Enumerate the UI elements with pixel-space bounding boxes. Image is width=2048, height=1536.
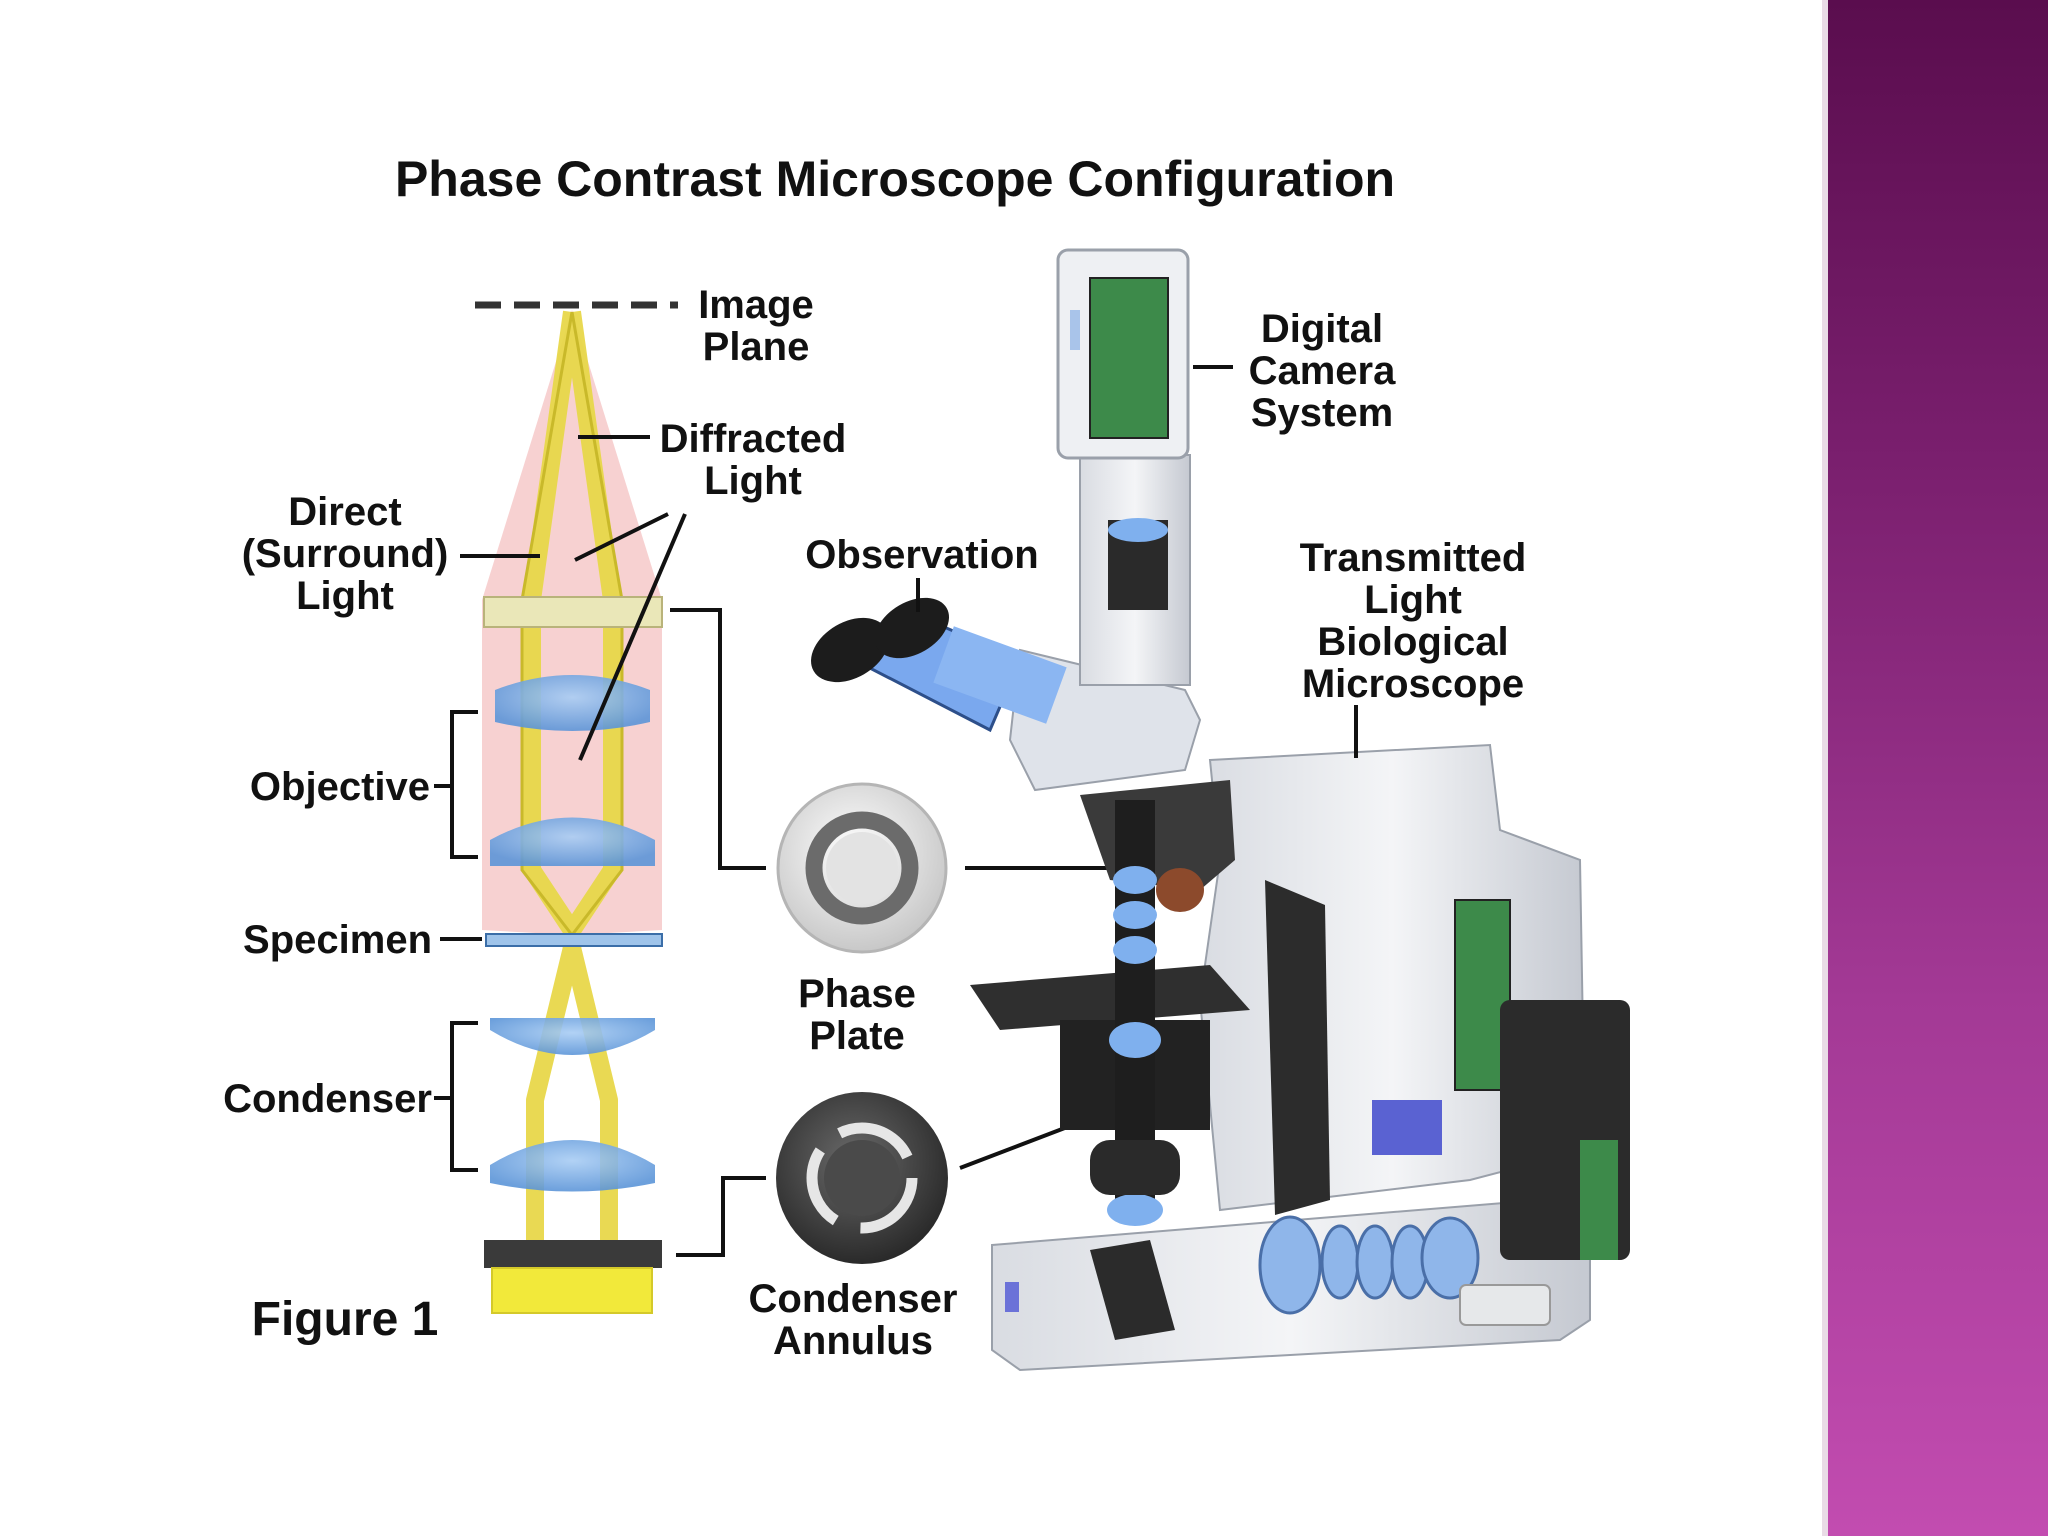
light-source-block xyxy=(491,1267,653,1314)
digital-camera-label: Digital Camera System xyxy=(1249,307,1397,435)
svg-text:System: System xyxy=(1251,391,1393,435)
condenser-annulus-label: Condenser Annulus xyxy=(749,1277,958,1363)
optical-path-illustration xyxy=(475,301,678,1314)
specimen-label: Specimen xyxy=(243,918,432,962)
side-band-edge xyxy=(1822,0,1830,1536)
condenser-lens-upper xyxy=(490,1018,655,1055)
svg-text:Light: Light xyxy=(704,459,802,503)
microscope-illustration xyxy=(811,248,1630,1372)
svg-text:Direct: Direct xyxy=(288,490,401,534)
diffracted-light-label: Diffracted Light xyxy=(660,417,847,503)
svg-text:Plane: Plane xyxy=(703,325,810,369)
condenser-lens-lower xyxy=(490,1140,655,1192)
annulus-bar xyxy=(484,1240,662,1268)
phase-plate-illustration xyxy=(776,782,948,954)
transmitted-light-label: Transmitted Light Biological Microscope xyxy=(1300,536,1527,706)
specimen-slide xyxy=(485,933,663,947)
svg-text:(Surround): (Surround) xyxy=(242,532,449,576)
image-plane-label: Image Plane xyxy=(698,283,814,369)
figure-label: Figure 1 xyxy=(252,1293,439,1346)
svg-text:Diffracted: Diffracted xyxy=(660,417,847,461)
svg-text:Light: Light xyxy=(1364,578,1462,622)
svg-text:Image: Image xyxy=(698,283,814,327)
svg-text:Digital: Digital xyxy=(1261,307,1383,351)
svg-text:Light: Light xyxy=(296,574,394,618)
microscope-stage xyxy=(970,965,1250,1030)
svg-text:Camera: Camera xyxy=(1249,349,1397,393)
left-labels xyxy=(434,435,766,1257)
svg-text:Phase: Phase xyxy=(798,972,916,1016)
svg-text:Annulus: Annulus xyxy=(773,1319,933,1363)
objective-label: Objective xyxy=(250,765,430,809)
objective-lens-upper xyxy=(495,675,650,731)
direct-light-label: Direct (Surround) Light xyxy=(242,490,449,618)
phase-plate-label: Phase Plate xyxy=(798,972,916,1058)
condenser-label: Condenser xyxy=(223,1077,432,1121)
digital-camera xyxy=(1056,248,1190,460)
svg-text:Microscope: Microscope xyxy=(1302,662,1524,706)
phase-contrast-diagram: Phase Contrast Microscope Configuration xyxy=(223,151,1630,1372)
svg-text:Biological: Biological xyxy=(1317,620,1508,664)
observation-label: Observation xyxy=(805,533,1038,577)
svg-text:Transmitted: Transmitted xyxy=(1300,536,1527,580)
eyepieces xyxy=(811,597,1067,733)
objective-lens-lower xyxy=(490,817,655,866)
svg-text:Plate: Plate xyxy=(809,1014,905,1058)
svg-text:Condenser: Condenser xyxy=(749,1277,958,1321)
svg-text:Observation: Observation xyxy=(805,533,1038,577)
diagram-title: Phase Contrast Microscope Configuration xyxy=(395,151,1395,207)
phase-plate-slab xyxy=(483,596,663,628)
condenser-annulus-illustration xyxy=(776,1092,948,1264)
decorative-side-band xyxy=(1828,0,2048,1536)
